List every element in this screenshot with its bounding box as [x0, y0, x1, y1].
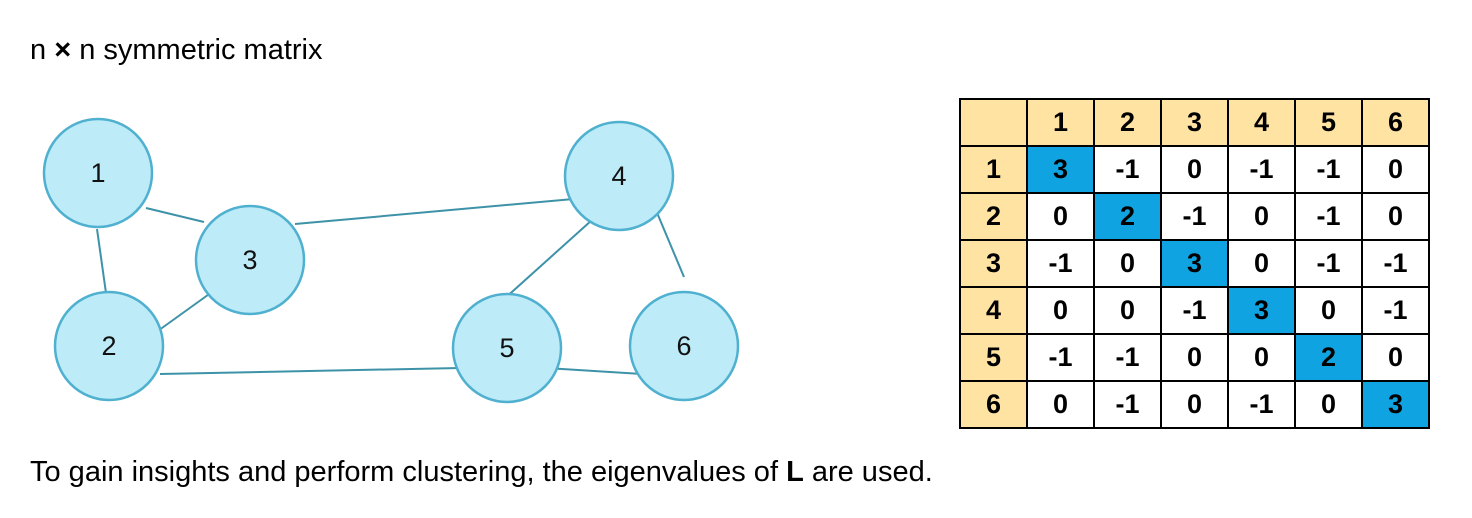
node-label: 6 — [676, 331, 691, 361]
matrix-cell: -1 — [1361, 286, 1430, 335]
diagram-title: n × n symmetric matrix — [30, 30, 323, 70]
matrix-row-header: 5 — [959, 333, 1028, 382]
node-1: 1 — [42, 117, 154, 229]
node-circle — [53, 290, 165, 402]
matrix-cell: 0 — [1361, 192, 1430, 241]
matrix-cell: 0 — [1294, 380, 1363, 429]
edge-3-4 — [294, 195, 608, 225]
matrix-row-header: 3 — [959, 239, 1028, 288]
matrix-corner-cell — [959, 98, 1028, 147]
node-circle — [451, 292, 563, 404]
matrix-cell: 0 — [1227, 333, 1296, 382]
node-label: 4 — [611, 161, 626, 191]
matrix-cell: -1 — [1093, 333, 1162, 382]
caption-bold: L — [786, 456, 804, 488]
matrix-col-header: 1 — [1026, 98, 1095, 147]
graph-nodes: 1 2 3 4 5 6 — [42, 117, 740, 404]
matrix-cell: -1 — [1294, 239, 1363, 288]
matrix-cell: 0 — [1227, 192, 1296, 241]
matrix-diagonal-cell: 3 — [1026, 145, 1095, 194]
matrix-cell: 0 — [1361, 145, 1430, 194]
matrix-cell: -1 — [1294, 145, 1363, 194]
matrix-cell: -1 — [1361, 239, 1430, 288]
matrix-cell: -1 — [1093, 145, 1162, 194]
matrix-row-header: 2 — [959, 192, 1028, 241]
edge-2-3 — [154, 291, 213, 334]
matrix-cell: 0 — [1361, 333, 1430, 382]
edge-1-3 — [145, 207, 205, 223]
edge-4-5 — [502, 219, 593, 301]
title-prefix: n — [30, 34, 47, 66]
node-6: 6 — [628, 290, 740, 402]
node-label: 3 — [242, 245, 257, 275]
matrix-cell: -1 — [1294, 192, 1363, 241]
edge-2-5 — [159, 367, 461, 375]
matrix-cell: 0 — [1160, 380, 1229, 429]
matrix-cell: -1 — [1160, 192, 1229, 241]
matrix-cell: 0 — [1093, 286, 1162, 335]
caption-after: are used. — [803, 456, 933, 488]
title-suffix: n symmetric matrix — [79, 34, 323, 66]
node-4: 4 — [563, 120, 675, 232]
caption-before: To gain insights and perform clustering,… — [30, 456, 787, 488]
matrix-cell: -1 — [1093, 380, 1162, 429]
matrix-cell: 0 — [1026, 192, 1095, 241]
node-3: 3 — [194, 204, 306, 316]
matrix-col-header: 6 — [1361, 98, 1430, 147]
matrix-cell: -1 — [1026, 333, 1095, 382]
node-circle — [563, 120, 675, 232]
caption: To gain insights and perform clustering,… — [30, 452, 933, 492]
matrix-cell: 0 — [1160, 145, 1229, 194]
matrix-col-header: 4 — [1227, 98, 1296, 147]
matrix-cell: 0 — [1026, 380, 1095, 429]
node-circle — [194, 204, 306, 316]
matrix-cell: 0 — [1093, 239, 1162, 288]
node-label: 2 — [101, 331, 116, 361]
matrix-diagonal-cell: 3 — [1227, 286, 1296, 335]
matrix-cell: -1 — [1026, 239, 1095, 288]
node-circle — [628, 290, 740, 402]
title-times: × — [54, 34, 72, 66]
node-2: 2 — [53, 290, 165, 402]
matrix-row-header: 4 — [959, 286, 1028, 335]
node-circle — [42, 117, 154, 229]
matrix-diagonal-cell: 2 — [1294, 333, 1363, 382]
matrix-row-header: 6 — [959, 380, 1028, 429]
matrix-cell: 0 — [1160, 333, 1229, 382]
matrix-col-header: 3 — [1160, 98, 1229, 147]
node-label: 5 — [499, 333, 514, 363]
matrix-row-header: 1 — [959, 145, 1028, 194]
node-5: 5 — [451, 292, 563, 404]
matrix-col-header: 2 — [1093, 98, 1162, 147]
node-label: 1 — [90, 158, 105, 188]
matrix-col-header: 5 — [1294, 98, 1363, 147]
matrix-cell: -1 — [1160, 286, 1229, 335]
matrix-cell: -1 — [1227, 380, 1296, 429]
matrix-cell: 0 — [1227, 239, 1296, 288]
matrix-cell: 0 — [1294, 286, 1363, 335]
matrix-diagonal-cell: 3 — [1361, 380, 1430, 429]
matrix-cell: -1 — [1227, 145, 1296, 194]
matrix-diagonal-cell: 3 — [1160, 239, 1229, 288]
edge-1-2 — [96, 228, 107, 294]
matrix-cell: 0 — [1026, 286, 1095, 335]
matrix-diagonal-cell: 2 — [1093, 192, 1162, 241]
